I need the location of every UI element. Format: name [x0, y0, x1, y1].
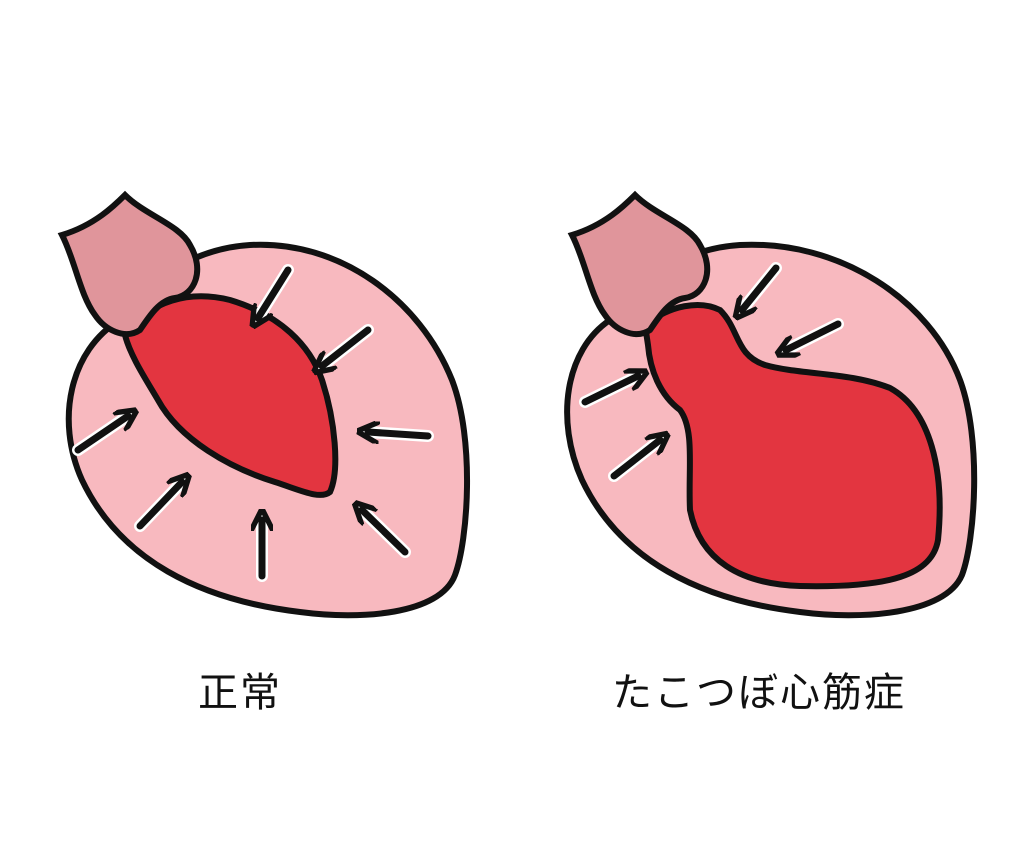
takotsubo-ventricle-cavity: [641, 302, 943, 590]
takotsubo-heart: [564, 190, 978, 619]
arrow-icon: [362, 510, 409, 556]
arrow-icon: [74, 416, 128, 454]
arrow-icon: [136, 482, 182, 530]
arrow-icon: [322, 326, 372, 366]
contraction-arrows: [72, 264, 434, 582]
normal-ventricle-cavity: [121, 293, 339, 498]
takotsubo-aorta: [567, 190, 711, 337]
arrow-icon: [610, 440, 660, 480]
takotsubo-label: たこつぼ心筋症: [612, 670, 906, 716]
arrow-icon: [368, 432, 432, 436]
arrow-icon: [581, 376, 638, 406]
normal-heart: [57, 190, 471, 619]
normal-aorta: [57, 190, 201, 337]
arrow-icon: [786, 320, 842, 350]
arrow-icon: [258, 266, 292, 318]
contraction-arrows: [579, 262, 844, 482]
arrow-icon: [742, 264, 780, 310]
normal-label: 正常: [198, 670, 282, 716]
